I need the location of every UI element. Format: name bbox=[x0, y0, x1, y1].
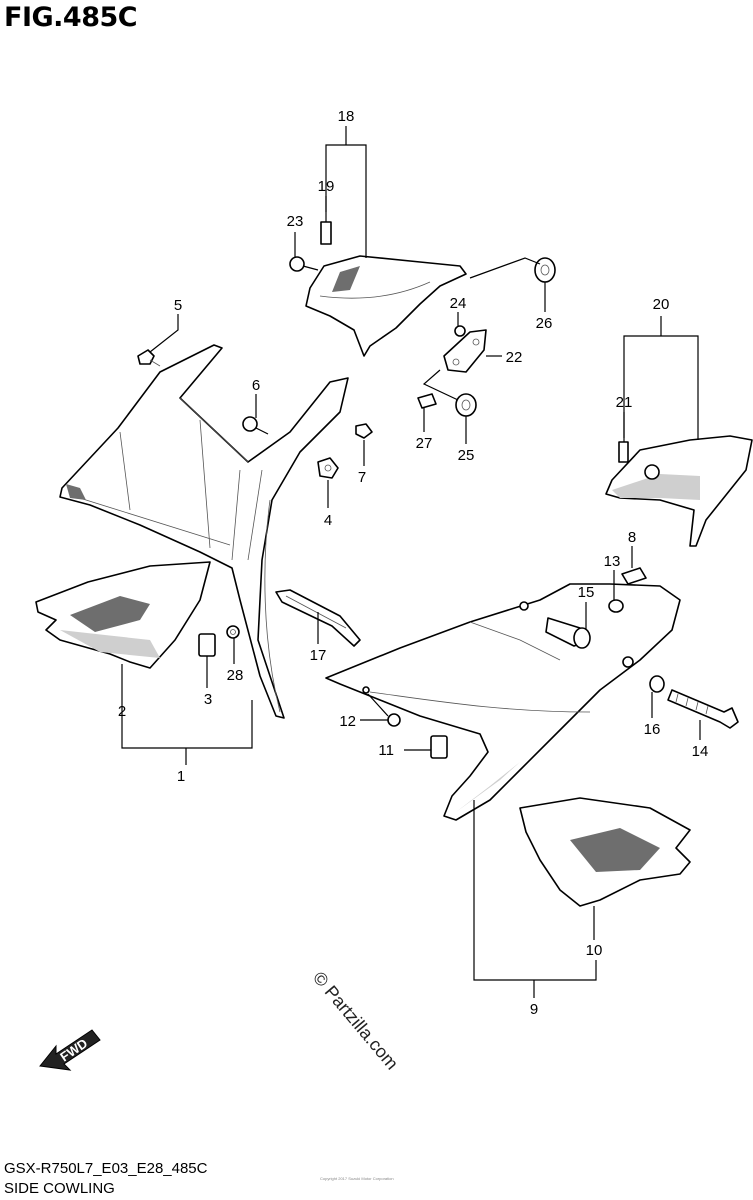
callout-22: 22 bbox=[506, 349, 523, 366]
callout-3: 3 bbox=[204, 691, 212, 708]
washer-part-16 bbox=[649, 675, 665, 693]
callout-11: 11 bbox=[378, 742, 394, 759]
callout-12: 12 bbox=[339, 713, 356, 730]
bracket-part-22 bbox=[443, 329, 487, 373]
callout-5: 5 bbox=[174, 297, 182, 314]
callout-28: 28 bbox=[227, 667, 244, 684]
under-cowling-part-9 bbox=[325, 583, 681, 821]
bolt-part-23 bbox=[289, 256, 319, 272]
callout-15: 15 bbox=[578, 584, 595, 601]
callout-27: 27 bbox=[416, 435, 433, 452]
collar-part-13 bbox=[608, 599, 624, 613]
fine-print: Copyright 2017 Suzuki Motor Corporation bbox=[320, 1176, 394, 1181]
callout-14: 14 bbox=[692, 743, 709, 760]
side-cowling-panel bbox=[59, 344, 349, 719]
callout-24: 24 bbox=[450, 295, 467, 312]
callout-7: 7 bbox=[358, 469, 366, 486]
bolt-part-14 bbox=[667, 689, 739, 729]
callout-16: 16 bbox=[644, 721, 661, 738]
nut-part-7 bbox=[355, 423, 373, 439]
screw-part-6 bbox=[242, 416, 269, 435]
callout-17: 17 bbox=[310, 647, 327, 664]
inner-panel-part-20 bbox=[605, 435, 753, 547]
callout-21: 21 bbox=[616, 394, 633, 411]
callout-13: 13 bbox=[604, 553, 621, 570]
callout-4: 4 bbox=[324, 512, 332, 529]
inner-cover-part-18 bbox=[305, 255, 467, 357]
bracket-line-20 bbox=[623, 335, 699, 440]
label-part-19 bbox=[320, 221, 332, 245]
callout-19: 19 bbox=[318, 178, 335, 195]
grommet-part-11 bbox=[430, 735, 448, 759]
callout-2: 2 bbox=[118, 703, 126, 720]
pad-part-27 bbox=[417, 393, 437, 409]
bracket-line-9 bbox=[473, 800, 597, 981]
spacer-part-15 bbox=[545, 617, 591, 649]
label-part-21 bbox=[618, 441, 629, 463]
grommet-part-25 bbox=[455, 393, 477, 417]
cowling-decal-left bbox=[35, 561, 211, 669]
forward-direction-arrow: FWD bbox=[39, 1029, 101, 1071]
assembly-link-22 bbox=[422, 369, 459, 401]
model-code: GSX-R750L7_E03_E28_485C bbox=[4, 1160, 208, 1177]
partzilla-watermark: © Partzilla.com bbox=[309, 968, 402, 1074]
callout-18: 18 bbox=[338, 108, 355, 125]
assembly-link-18 bbox=[469, 257, 541, 279]
bracket-line-1 bbox=[121, 700, 253, 749]
callout-6: 6 bbox=[252, 377, 260, 394]
nut-part-26 bbox=[534, 257, 556, 283]
nut-part-28 bbox=[226, 625, 240, 639]
section-name: SIDE COWLING bbox=[4, 1180, 115, 1197]
callout-26: 26 bbox=[536, 315, 553, 332]
bracket-line-18 bbox=[325, 144, 367, 258]
figure-title: FIG.485C bbox=[4, 2, 138, 33]
callout-9: 9 bbox=[530, 1001, 538, 1018]
callout-10: 10 bbox=[586, 942, 603, 959]
callout-25: 25 bbox=[458, 447, 475, 464]
callout-23: 23 bbox=[287, 213, 304, 230]
callout-8: 8 bbox=[628, 529, 636, 546]
callout-20: 20 bbox=[653, 296, 670, 313]
screw-part-24 bbox=[454, 325, 466, 337]
cowling-decal-right bbox=[519, 797, 691, 907]
callout-1: 1 bbox=[177, 768, 185, 785]
leader-5 bbox=[149, 314, 179, 353]
screw-part-5 bbox=[137, 349, 161, 367]
grommet-part-3 bbox=[198, 633, 216, 657]
pad-part-8 bbox=[621, 567, 647, 585]
grommet-part-4 bbox=[317, 457, 339, 479]
